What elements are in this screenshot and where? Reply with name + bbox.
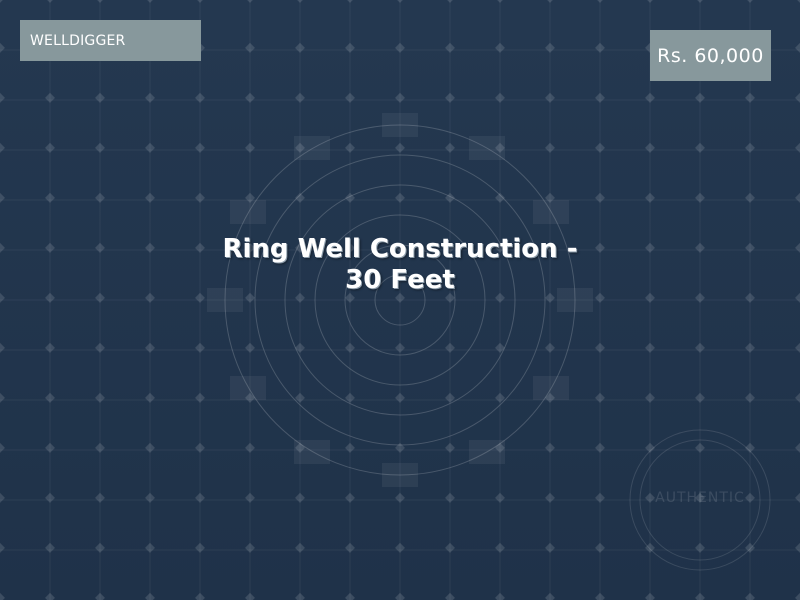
authentic-stamp: AUTHENTIC xyxy=(655,490,745,506)
price-badge: Rs. 60,000 xyxy=(650,30,771,81)
ring-blocks xyxy=(207,113,593,487)
brand-badge: WELLDIGGER xyxy=(20,20,201,61)
concentric-rings xyxy=(224,124,576,476)
product-title: Ring Well Construction - 30 Feet xyxy=(222,234,578,295)
authentic-stamp-rings xyxy=(629,429,771,571)
